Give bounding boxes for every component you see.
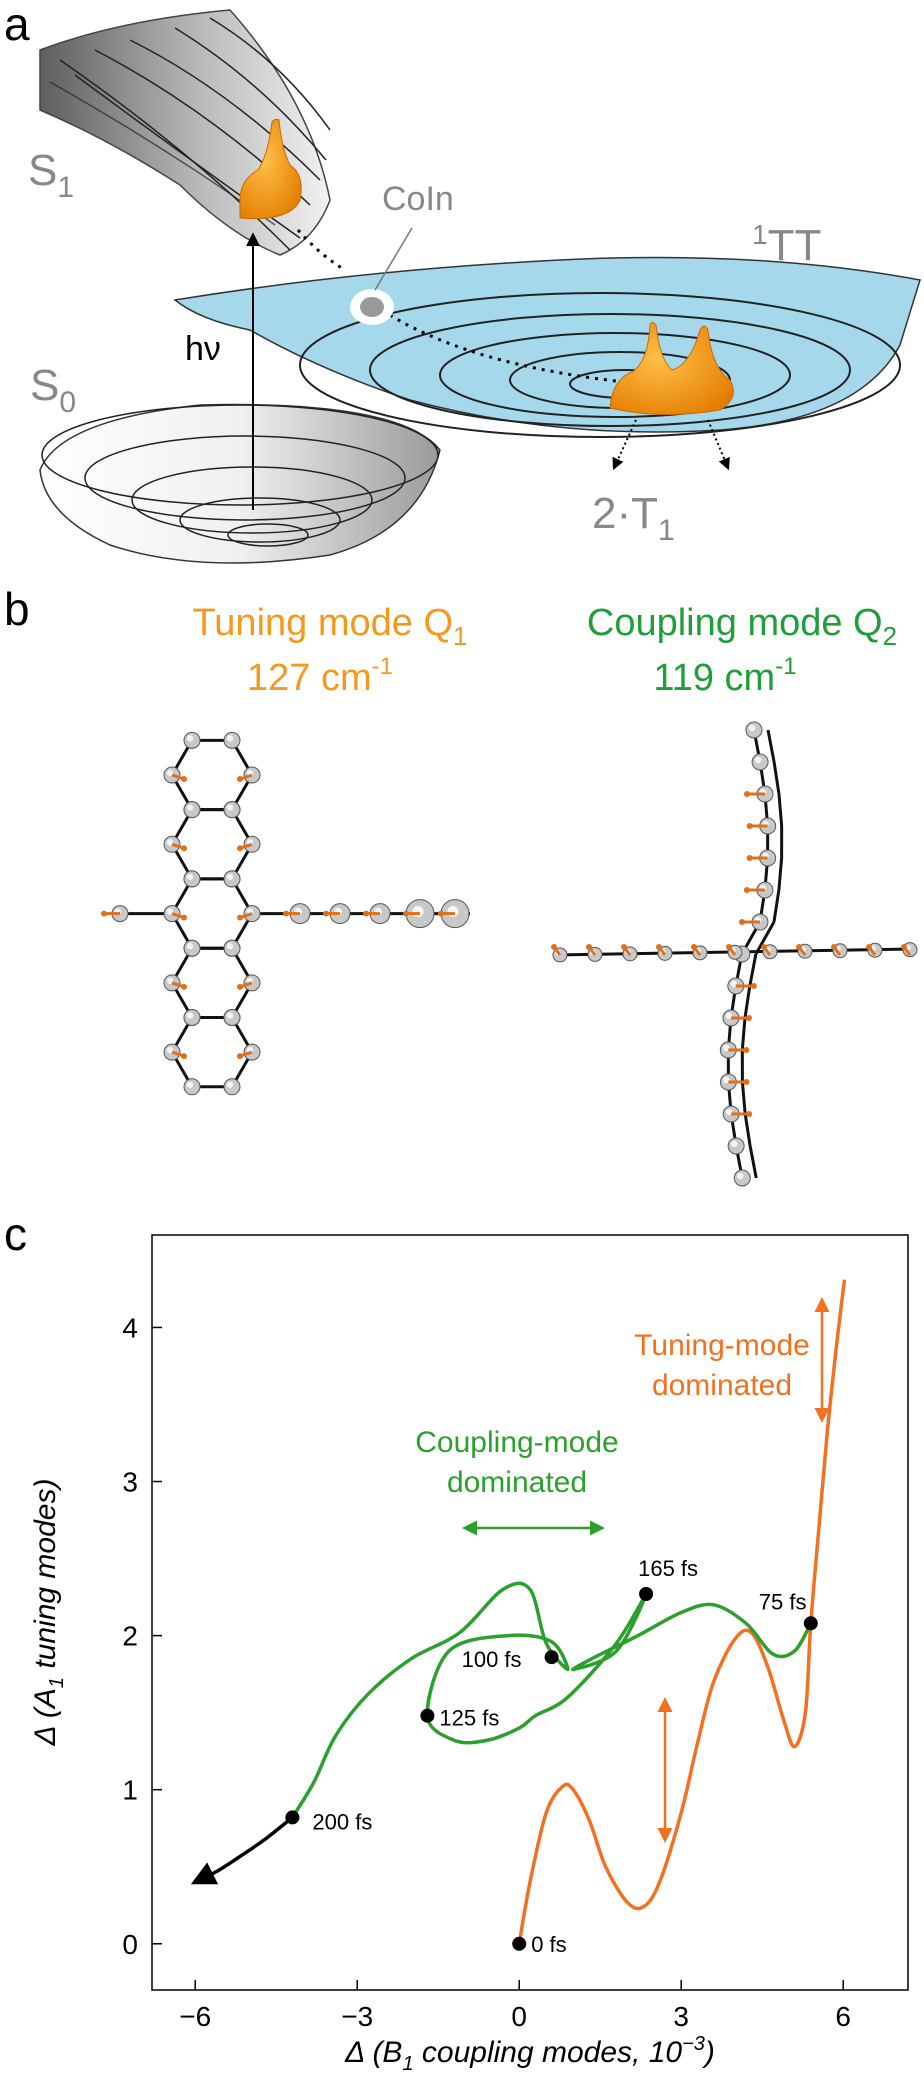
time-point-label: 200 fs	[312, 1809, 372, 1834]
s0-label: S0	[30, 361, 76, 419]
y-tick-label: 3	[122, 1467, 138, 1498]
bond	[740, 1017, 747, 1051]
axis-ticks: −6 −3 0 3 6 0 1 2 3 4	[122, 1312, 851, 2032]
tuning-dominated-label-line1: Tuning-mode	[634, 1329, 810, 1362]
t1-arrow-left	[612, 419, 637, 471]
panel-a: a	[4, 0, 921, 564]
wavepacket-tt	[609, 322, 734, 416]
x-tick-label: −6	[179, 2001, 211, 2032]
time-points: 0 fs 75 fs 100 fs 125 fs 165 fs 200 fs	[285, 1556, 818, 1957]
bond	[740, 1081, 747, 1115]
t1-label: 2·T1	[592, 489, 675, 547]
path-to-coin	[296, 229, 346, 272]
tuning-mode-title: Tuning mode Q1	[193, 602, 468, 651]
time-point-label: 125 fs	[439, 1706, 499, 1731]
time-point-label: 0 fs	[531, 1932, 566, 1957]
time-point-marker	[420, 1708, 435, 1723]
y-tick-label: 2	[122, 1621, 138, 1652]
tt-label: 1TT	[752, 219, 821, 270]
t1-arrow-right	[707, 419, 730, 471]
panel-c: c −6 −3 0 3 6 0 1 2 3 4 0 fs 75 fs 100 fs 125 fs 165 …	[4, 1208, 909, 2075]
coupling-dominated-label-line2: dominated	[447, 1466, 587, 1499]
bond	[754, 921, 776, 955]
coupling-mode-title: Coupling mode Q2	[587, 602, 897, 651]
bond	[743, 985, 752, 1019]
plot-frame	[151, 1234, 909, 1991]
tuning-mode-freq: 127 cm-1	[247, 653, 393, 699]
time-point-marker	[544, 1650, 559, 1665]
time-point-label: 100 fs	[462, 1647, 522, 1672]
x-tick-label: −3	[341, 2001, 373, 2032]
bond	[777, 857, 784, 891]
bond	[777, 793, 784, 827]
x-tick-label: 3	[673, 2001, 689, 2032]
time-point-marker	[512, 1936, 527, 1951]
series-line-0	[517, 1279, 847, 1946]
panel-c-label: c	[4, 1208, 27, 1260]
wavepacket-s1	[239, 118, 302, 220]
time-point-marker	[285, 1810, 300, 1825]
bond	[748, 1145, 758, 1179]
y-tick-label: 0	[122, 1929, 138, 1960]
panel-b-label: b	[4, 583, 30, 635]
bond	[748, 953, 758, 987]
coupling-mode-freq: 119 cm-1	[653, 653, 796, 699]
s0-surface	[39, 403, 441, 564]
y-tick-label: 1	[122, 1775, 138, 1806]
x-axis-label: Δ (B1 coupling modes, 10−3)	[344, 2033, 715, 2075]
time-point-marker	[639, 1587, 654, 1602]
series-line-2	[190, 1815, 295, 1885]
series-line-1	[290, 1581, 813, 1820]
bond	[766, 729, 776, 763]
panel-b: b Tuning mode Q1 127 cm-1 Coupling mode …	[4, 583, 918, 1187]
s1-surface	[39, 9, 331, 256]
time-point-marker	[803, 1616, 818, 1631]
s1-label: S1	[28, 146, 74, 204]
coin-label: CoIn	[382, 180, 454, 218]
time-point-label: 75 fs	[759, 1589, 807, 1614]
y-tick-label: 4	[122, 1312, 138, 1343]
molecule-tuning-mode	[101, 731, 470, 1096]
tuning-dominated-label-line2: dominated	[652, 1369, 792, 1402]
path-to-tt	[389, 313, 660, 395]
hv-label: hν	[185, 330, 221, 368]
bond	[772, 889, 781, 923]
time-point-label: 165 fs	[638, 1556, 698, 1581]
bond	[743, 1113, 752, 1147]
trajectory-series	[190, 1279, 847, 1946]
x-tick-label: 6	[835, 2001, 851, 2032]
y-axis-label: Δ (A1 tuning modes)	[29, 1479, 68, 1747]
x-tick-label: 0	[511, 2001, 527, 2032]
coupling-dominated-label-line1: Coupling-mode	[415, 1426, 618, 1459]
molecule-coupling-mode	[551, 721, 918, 1187]
panel-a-label: a	[4, 0, 30, 50]
bond	[772, 761, 781, 795]
trajectory-chart: −6 −3 0 3 6 0 1 2 3 4 0 fs 75 fs 100 fs 125 fs 165 fs…	[29, 1234, 909, 2075]
